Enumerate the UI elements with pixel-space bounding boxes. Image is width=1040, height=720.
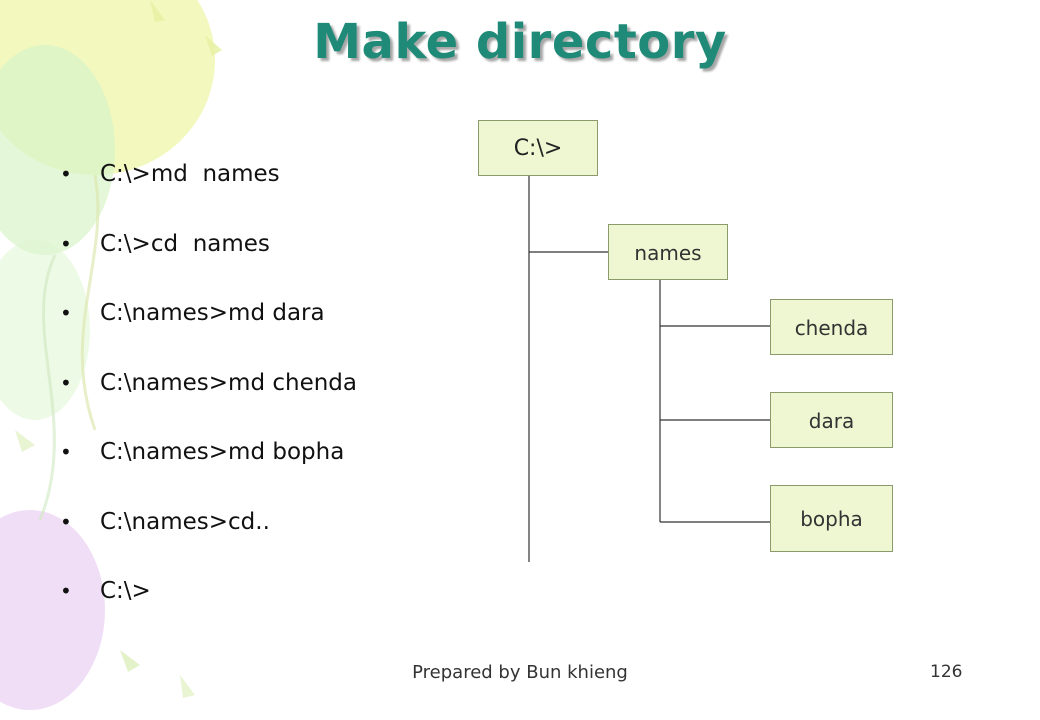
- list-item: • C:\names>md dara: [60, 291, 357, 361]
- command-text: C:\>cd names: [100, 230, 270, 257]
- list-item: • C:\names>md bopha: [60, 430, 357, 500]
- node-label: bopha: [800, 507, 863, 531]
- list-item: • C:\names>cd..: [60, 500, 357, 570]
- node-label: dara: [808, 409, 855, 433]
- slide-title: Make directory: [313, 14, 727, 70]
- bullet-icon: •: [60, 509, 72, 534]
- balloon-string: [80, 174, 100, 431]
- command-text: C:\names>cd..: [100, 508, 270, 535]
- list-item: • C:\>md names: [60, 152, 357, 222]
- list-item: • C:\>: [60, 569, 357, 639]
- tree-node-root: C:\>: [478, 120, 598, 176]
- tree-node-chenda: chenda: [770, 299, 893, 355]
- page-number: 126: [930, 662, 963, 682]
- balloon-green: [0, 45, 115, 255]
- command-text: C:\>md names: [100, 161, 280, 187]
- command-text: C:\>: [100, 578, 151, 604]
- tree-node-dara: dara: [770, 392, 893, 448]
- tree-node-bopha: bopha: [770, 485, 893, 552]
- confetti-4: [120, 650, 140, 672]
- tree-node-names: names: [608, 224, 728, 280]
- bullet-icon: •: [60, 231, 72, 256]
- command-text: C:\names>md chenda: [100, 369, 357, 396]
- list-item: • C:\names>md chenda: [60, 361, 357, 431]
- confetti-2: [205, 35, 222, 56]
- node-label: C:\>: [513, 136, 563, 161]
- command-text: C:\names>md dara: [100, 300, 325, 326]
- balloon-purple: [0, 510, 105, 710]
- bullet-icon: •: [60, 301, 72, 325]
- confetti-3: [15, 430, 35, 452]
- bullet-icon: •: [60, 440, 72, 464]
- bullet-icon: •: [60, 370, 72, 395]
- list-item: • C:\>cd names: [60, 222, 357, 292]
- command-list: • C:\>md names • C:\>cd names • C:\names>md…: [60, 152, 357, 639]
- node-label: chenda: [794, 316, 869, 340]
- footer-text: Prepared by Bun khieng: [412, 662, 628, 683]
- bullet-icon: •: [60, 579, 72, 603]
- confetti-1: [150, 0, 165, 22]
- confetti-5: [180, 675, 195, 698]
- balloon-string-2: [38, 254, 57, 521]
- command-text: C:\names>md bopha: [100, 439, 345, 465]
- node-label: names: [634, 241, 702, 265]
- bullet-icon: •: [60, 162, 72, 186]
